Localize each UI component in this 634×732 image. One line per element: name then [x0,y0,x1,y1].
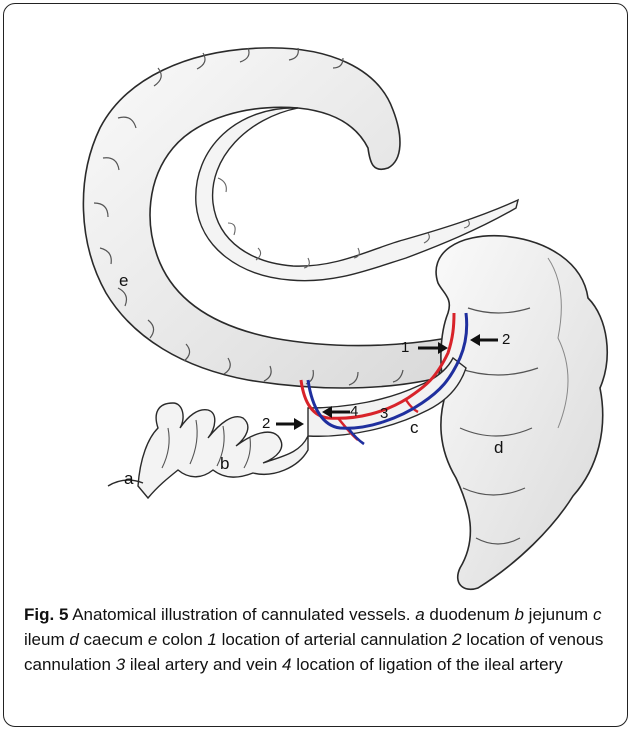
label-2-right: 2 [502,331,510,348]
label-1: 1 [401,339,409,356]
label-b: b [220,454,229,473]
label-e: e [119,271,128,290]
caption-key-1: 1 [207,630,216,649]
label-a: a [124,469,134,488]
caption-key-3: 3 [116,655,125,674]
figure-frame: e a b c d 1 2 2 3 4 Fig. 5 Anatomical il… [3,3,628,727]
anatomical-illustration: e a b c d 1 2 2 3 4 [8,8,630,598]
caption-key-a: a [415,605,424,624]
caption-key-b: b [514,605,523,624]
arrow-2-left [276,418,304,430]
label-c: c [410,418,419,437]
caption-title: Anatomical illustration of cannulated ve… [68,605,415,624]
colon-shape [83,48,448,388]
label-2-left: 2 [262,415,270,432]
figure-caption: Fig. 5 Anatomical illustration of cannul… [24,602,620,677]
figure-label: Fig. 5 [24,605,68,624]
jejunum-shape [108,403,308,498]
caption-key-c: c [593,605,602,624]
caption-text-e: colon [157,630,207,649]
caption-key-d: d [69,630,78,649]
label-4: 4 [350,403,358,420]
caption-key-4: 4 [282,655,291,674]
caption-text-3: ileal artery and vein [125,655,282,674]
caption-text-d: caecum [79,630,148,649]
label-3: 3 [380,405,388,422]
caecum-shape [436,236,607,590]
caption-text-b: jejunum [524,605,593,624]
caption-text-1: location of arterial cannulation [217,630,452,649]
caption-key-e: e [148,630,157,649]
caption-text-a: duodenum [425,605,515,624]
caption-text-c: ileum [24,630,69,649]
caption-key-2: 2 [452,630,461,649]
label-d: d [494,438,503,457]
caption-text-4: location of ligation of the ileal artery [292,655,563,674]
